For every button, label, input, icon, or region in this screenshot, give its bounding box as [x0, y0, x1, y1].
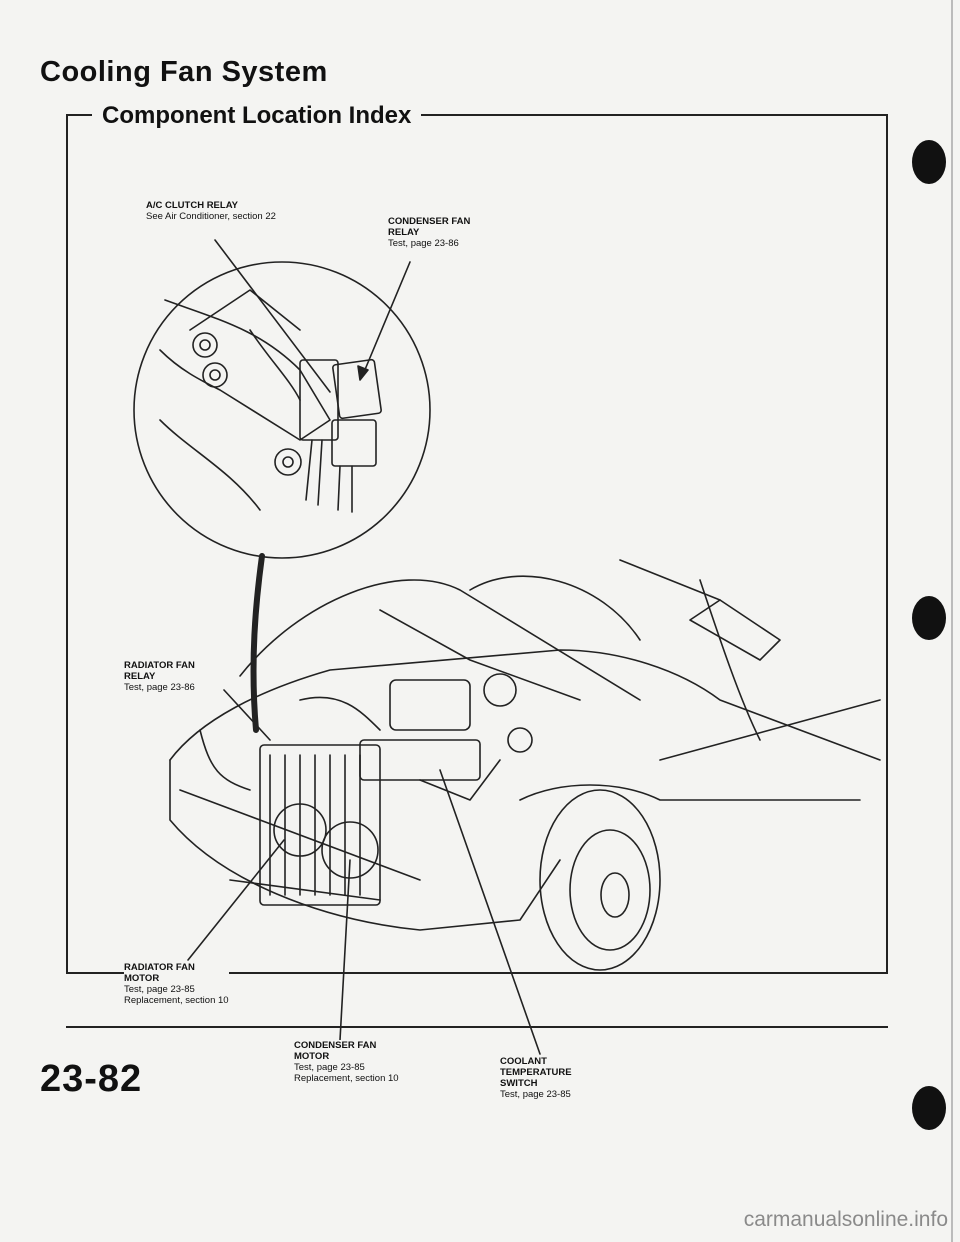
label-name: A/C CLUTCH RELAY [146, 200, 239, 211]
page-title: Cooling Fan System [40, 56, 328, 88]
label-name: RADIATOR FAN [124, 660, 195, 671]
margin-bullet [912, 140, 946, 184]
label-ref: Replacement, section 10 [294, 1073, 399, 1084]
label-ref: Test, page 23-85 [500, 1089, 571, 1100]
label-name: CONDENSER FAN [388, 216, 471, 227]
label-ref: Test, page 23-85 [124, 984, 195, 995]
label-name: RADIATOR FAN [124, 962, 195, 973]
bottom-rule [66, 1026, 888, 1028]
label-ref: Replacement, section 10 [124, 995, 229, 1006]
margin-bullet [912, 596, 946, 640]
label-ref: Test, page 23-86 [388, 238, 459, 249]
label-ref: Test, page 23-85 [294, 1062, 365, 1073]
label-name: SWITCH [500, 1078, 538, 1089]
label-name: RELAY [124, 671, 156, 682]
label-name: TEMPERATURE [500, 1067, 572, 1078]
label-name: COOLANT [500, 1056, 547, 1067]
label-name: RELAY [388, 227, 420, 238]
section-title: Component Location Index [92, 102, 422, 130]
label-ac-clutch-relay: A/C CLUTCH RELAY See Air Conditioner, se… [146, 200, 276, 222]
label-coolant-temperature-switch: COOLANT TEMPERATURE SWITCH Test, page 23… [500, 1056, 572, 1100]
label-name: MOTOR [124, 973, 160, 984]
label-ref: See Air Conditioner, section 22 [146, 211, 276, 222]
label-radiator-fan-relay: RADIATOR FAN RELAY Test, page 23-86 [124, 660, 195, 693]
label-name: MOTOR [294, 1051, 330, 1062]
watermark: carmanualsonline.info [743, 1208, 948, 1231]
label-radiator-fan-motor: RADIATOR FAN MOTOR Test, page 23-85 Repl… [124, 962, 229, 1006]
figure-frame [66, 114, 888, 974]
page-number: 23-82 [40, 1058, 143, 1100]
margin-bullet [912, 1086, 946, 1130]
label-condenser-fan-relay: CONDENSER FAN RELAY Test, page 23-86 [388, 216, 471, 249]
label-name: CONDENSER FAN [294, 1040, 377, 1051]
detail-circle [133, 261, 431, 559]
label-ref: Test, page 23-86 [124, 682, 195, 693]
label-condenser-fan-motor: CONDENSER FAN MOTOR Test, page 23-85 Rep… [294, 1040, 399, 1084]
